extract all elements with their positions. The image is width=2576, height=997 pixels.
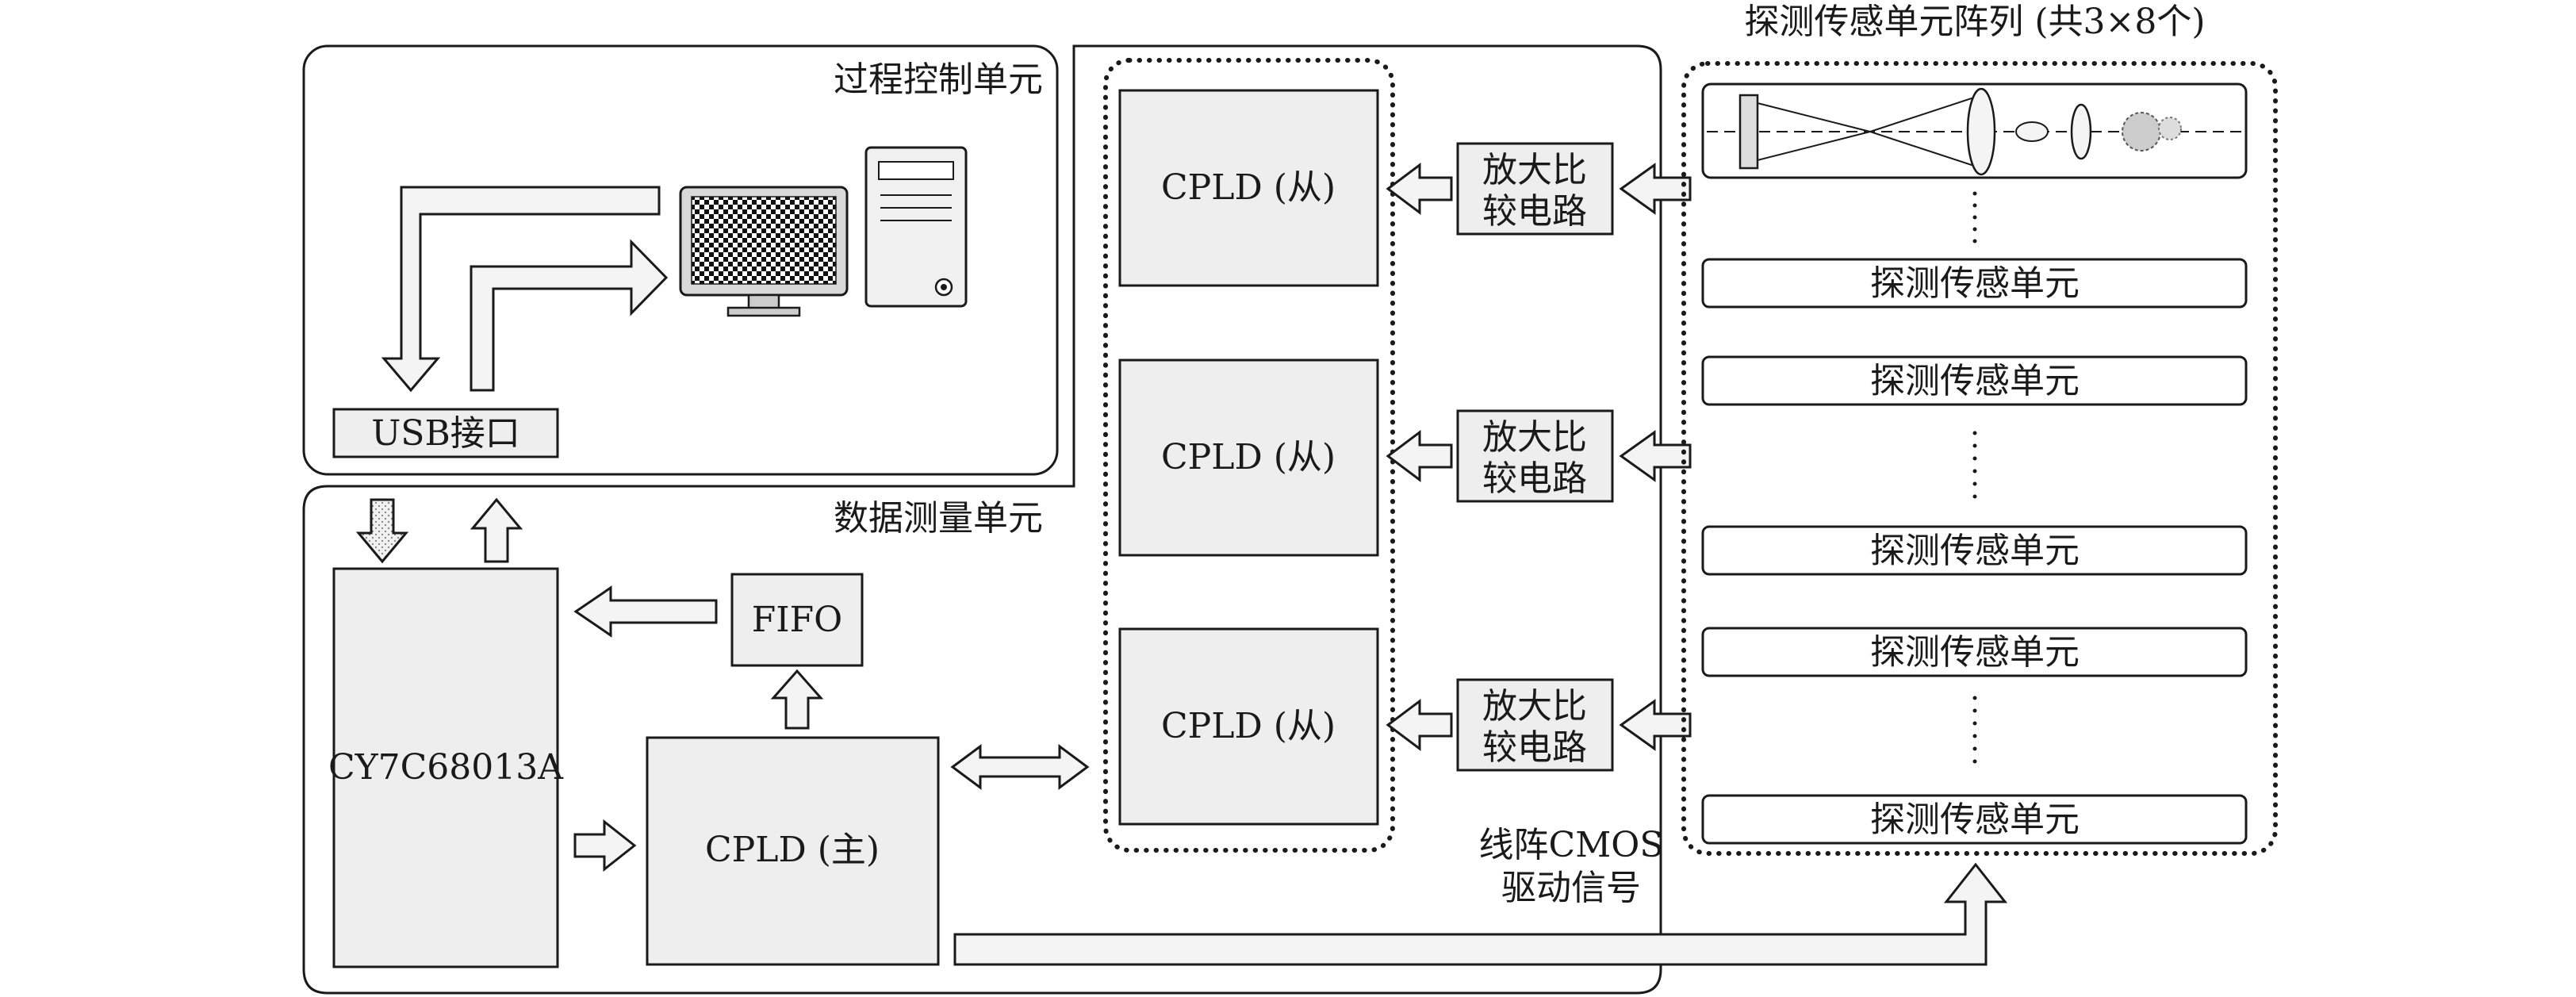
drive-signal-line1: 线阵CMOS (1479, 825, 1664, 865)
mcu-label: CY7C68013A (328, 747, 564, 788)
sensor-array-group (1681, 61, 2278, 856)
process-control-unit: 过程控制单元 USB接口 (302, 44, 1059, 476)
usb-interface-label: USB接口 (371, 413, 520, 454)
sensor-unit-3-box (1701, 525, 2248, 576)
sensor-unit-4-box (1701, 627, 2248, 677)
cpld-master-box (646, 736, 940, 966)
data-measurement-unit: 数据测量单元 CY7C68013A FIFO CPLD (主) (302, 44, 1662, 995)
usb-to-pc-arrow (470, 239, 669, 392)
sensor-unit-3-label: 探测传感单元 (1870, 531, 2080, 571)
sensor-unit-2-box (1701, 355, 2248, 406)
master-to-fifo-arrow (770, 669, 824, 730)
sensor-to-amp1-arrow (1619, 163, 1692, 215)
cpld-slave-1-box (1118, 89, 1379, 287)
sensor-unit-5-label: 探测传感单元 (1870, 800, 2080, 840)
drive-signal-line2: 驱动信号 (1501, 868, 1641, 908)
master-slave-bus-arrow (950, 744, 1090, 790)
sensor-unit-5-box (1701, 794, 2248, 845)
amp-comparator-3-line2: 较电路 (1482, 727, 1587, 768)
mcu-to-master-arrow (573, 819, 637, 872)
sensor-unit-1-box (1701, 258, 2248, 309)
amp-comparator-1-line1: 放大比 (1482, 150, 1587, 190)
process-control-frame (302, 44, 1059, 476)
up-arrow (470, 497, 523, 563)
amp1-to-slave1-arrow (1386, 163, 1453, 215)
data-measurement-title: 数据测量单元 (834, 498, 1043, 539)
cpld-slave-3-label: CPLD (从) (1161, 706, 1336, 746)
amp-comparator-1-box (1456, 142, 1614, 236)
cpld-master-label: CPLD (主) (705, 830, 880, 870)
cpld-slave-2-box (1118, 359, 1379, 557)
amp3-to-slave3-arrow (1386, 699, 1453, 751)
amp-comparator-2-line2: 较电路 (1482, 458, 1587, 499)
light-source-icon (2122, 112, 2161, 151)
pc-to-usb-arrow (381, 186, 661, 393)
usb-interface-box (332, 408, 559, 458)
process-control-title: 过程控制单元 (834, 59, 1043, 100)
amp-comparator-3-box (1456, 678, 1614, 772)
amp2-to-slave2-arrow (1386, 430, 1453, 482)
down-dotted-arrow (355, 498, 409, 564)
sensor-to-amp3-arrow (1619, 699, 1692, 751)
lens-2-icon (2070, 103, 2092, 160)
sensor-unit-2-label: 探测传感单元 (1870, 361, 2080, 401)
optical-sensor-unit (1701, 82, 2248, 179)
sensor-unit-1-label: 探测传感单元 (1870, 263, 2080, 304)
drive-signal-arrow (953, 862, 2008, 966)
data-measurement-frame (302, 44, 1662, 995)
slit-icon (2015, 121, 2049, 142)
amp-comparator-1-line2: 较电路 (1482, 191, 1587, 232)
fifo-box (730, 573, 864, 667)
cpld-slave-1-label: CPLD (从) (1161, 167, 1336, 208)
ellipsis-dots-1 (1972, 191, 1977, 243)
amp-comparator-2-box (1456, 409, 1614, 503)
sensor-to-amp2-arrow (1619, 430, 1692, 482)
light-glow-icon (2158, 117, 2182, 140)
cpld-slave-2-label: CPLD (从) (1161, 437, 1336, 477)
mcu-box (332, 567, 559, 968)
sensor-unit-4-label: 探测传感单元 (1870, 632, 2080, 673)
fifo-label: FIFO (752, 600, 843, 640)
ellipsis-dots-3 (1972, 696, 1977, 764)
fifo-to-mcu-arrow (573, 585, 718, 638)
pc-tower-icon (864, 146, 968, 308)
amp-comparator-3-line1: 放大比 (1482, 686, 1587, 727)
lens-1-icon (1966, 87, 1996, 176)
ellipsis-dots-2 (1972, 431, 1977, 499)
amp-comparator-2-line1: 放大比 (1482, 417, 1587, 458)
monitor-icon (679, 186, 849, 317)
cmos-sensor-icon (1738, 94, 1759, 170)
slave-cpld-group (1103, 58, 1395, 853)
ray-cone-left (1757, 102, 1871, 162)
sensor-array-title: 探测传感单元阵列 (共3×8个) (1744, 2, 2205, 42)
cpld-slave-3-box (1118, 627, 1379, 826)
